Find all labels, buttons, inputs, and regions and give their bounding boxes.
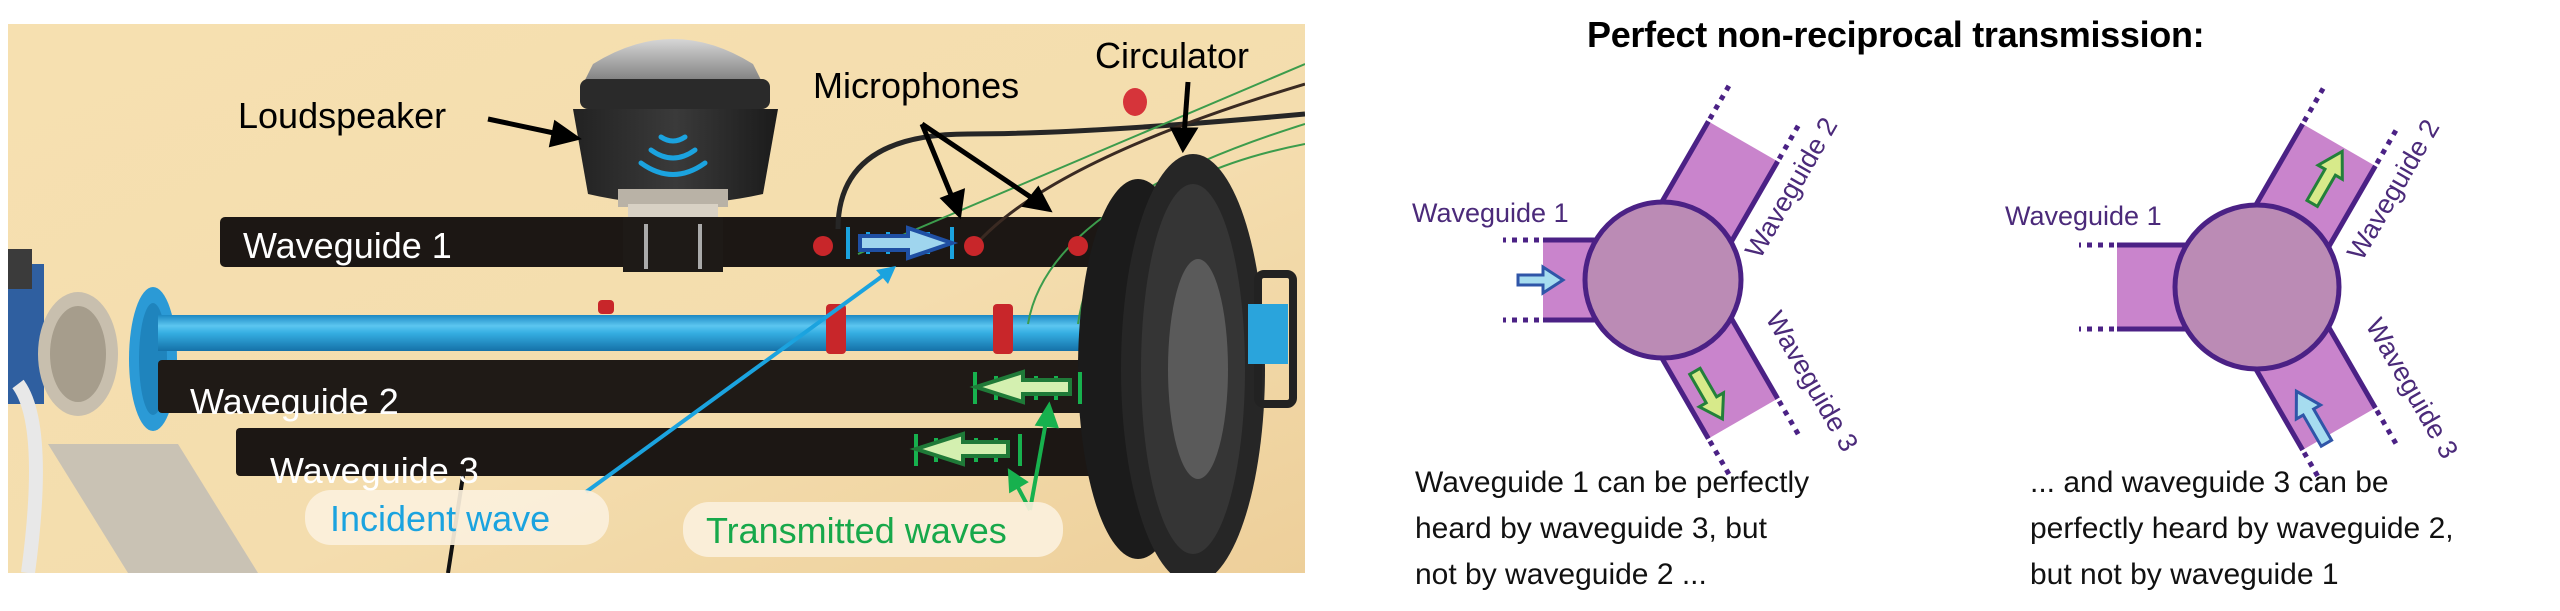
caption-left-line: not by waveguide 2 ...	[1415, 558, 1707, 591]
circulator-schematic-right: Waveguide 1 Waveguide 2 Waveguide 3	[2005, 82, 2464, 480]
incident-pointer	[584, 266, 896, 494]
schematic-panel: Perfect non-reciprocal transmission:	[1340, 0, 2560, 611]
circulator-node	[1582, 199, 1744, 361]
incident-wave-label: Incident wave	[330, 498, 550, 539]
caption-left: Waveguide 1 can be perfectly heard by wa…	[1415, 460, 1809, 598]
incident-wave-pill	[305, 490, 609, 545]
microphones-label: Microphones	[813, 65, 1019, 106]
transmitted-arrow-icon	[909, 431, 1010, 467]
loudspeaker	[573, 39, 778, 272]
annotation-arrows	[487, 81, 1199, 220]
caption-right-line: perfectly heard by waveguide 2,	[2030, 512, 2454, 545]
loudspeaker-label: Loudspeaker	[238, 95, 446, 136]
cables	[835, 63, 1305, 325]
input-arrow-icon	[2294, 388, 2334, 449]
output-arrow-icon	[1687, 366, 1726, 422]
schematic-right-waveguide-1-label: Waveguide 1	[2005, 201, 2162, 231]
incident-arrow-icon	[858, 225, 959, 261]
schematic-right-waveguide-3-label: Waveguide 3	[2360, 313, 2464, 464]
transmitted-arrow-icon	[969, 369, 1072, 405]
caption-left-line: heard by waveguide 3, but	[1415, 512, 1767, 545]
input-arrow-icon	[1516, 264, 1566, 296]
blue-tube	[158, 315, 1248, 351]
transmitted-wave-marker-wg2	[969, 369, 1082, 405]
transmitted-waves-pill	[683, 502, 1063, 557]
waveguide-1-label: Waveguide 1	[243, 225, 452, 266]
circulator-node	[2172, 202, 2342, 372]
schematic-left-waveguide-1-label: Waveguide 1	[1412, 198, 1569, 228]
circulator	[1078, 154, 1297, 573]
caption-right: ... and waveguide 3 can be perfectly hea…	[2030, 460, 2454, 598]
waveguide-3-label: Waveguide 3	[270, 450, 479, 491]
caption-right-line: but not by waveguide 1	[2030, 558, 2339, 591]
transmitted-wave-marker-wg3	[909, 431, 1022, 467]
circulator-label: Circulator	[1095, 35, 1249, 76]
transmitted-waves-label: Transmitted waves	[706, 510, 1007, 551]
sound-wave-icon	[638, 134, 708, 177]
output-arrow-icon	[2304, 148, 2344, 209]
diagram-title: Perfect non-reciprocal transmission:	[1587, 14, 2205, 55]
incident-wave-marker	[846, 225, 959, 261]
caption-right-line: ... and waveguide 3 can be	[2030, 466, 2389, 499]
waveguide-2-label: Waveguide 2	[190, 381, 399, 422]
circulator-schematic-left: Waveguide 1 Waveguide 2 Waveguide 3	[1412, 81, 1864, 479]
caption-left-line: Waveguide 1 can be perfectly	[1415, 466, 1810, 499]
waveguide-2-bar	[158, 360, 1118, 413]
experimental-setup-photo: Loudspeaker Microphones Circulator Waveg…	[8, 24, 1305, 573]
schematic-left-waveguide-3-label: Waveguide 3	[1760, 306, 1864, 457]
